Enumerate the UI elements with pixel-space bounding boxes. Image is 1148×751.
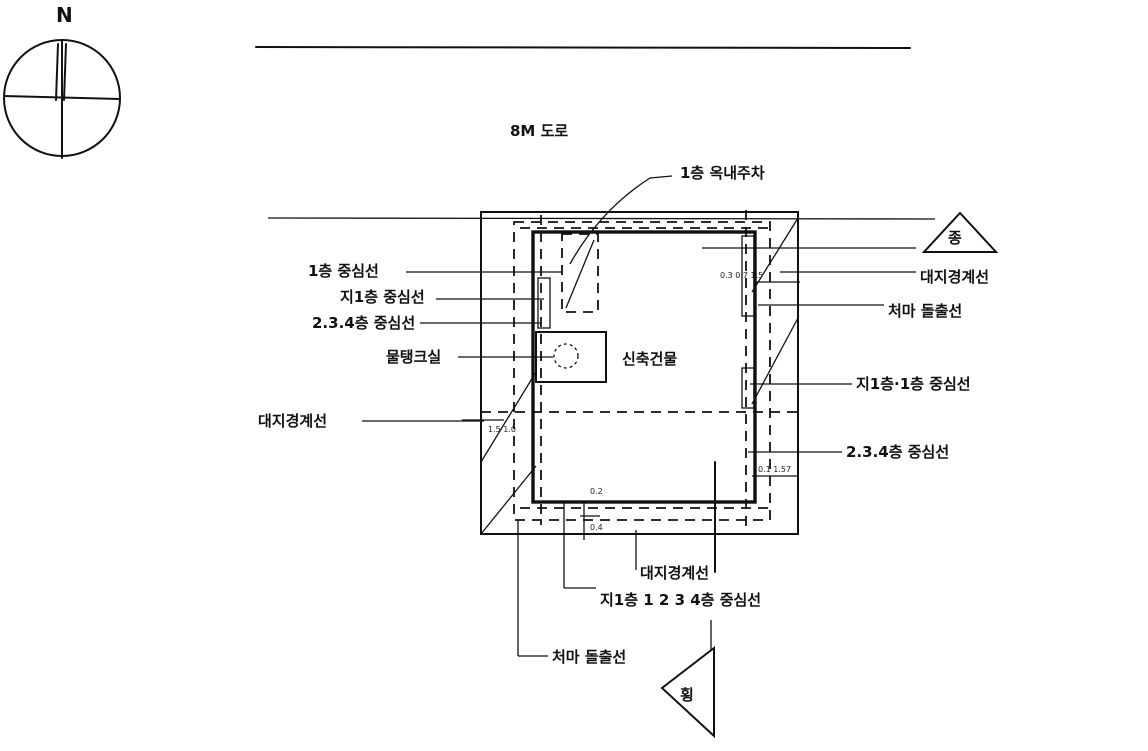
eaves-bottom-label: 처마 돌출선 xyxy=(552,648,626,666)
floor1-center-label: 1층 중심선 xyxy=(308,262,379,280)
column-right-mid xyxy=(741,367,755,409)
site-boundary xyxy=(480,211,799,535)
floors234-center-right-label: 2.3.4층 중심선 xyxy=(846,443,949,461)
eaves-right-label: 처마 돌출선 xyxy=(888,302,962,320)
road-label: 8M 도로 xyxy=(510,122,568,140)
dim-right-lower: 0.1 1.57 xyxy=(758,465,791,474)
column-right-top xyxy=(741,235,755,317)
building-outline xyxy=(531,230,757,504)
boundary-bottom-label: 대지경계선 xyxy=(640,564,709,582)
north-arrow-icon: N xyxy=(3,3,121,159)
water-tank-icon xyxy=(553,343,579,369)
parking-area xyxy=(561,233,599,313)
section-marker-bottom: 횡 xyxy=(660,620,715,739)
boundary-left-label: 대지경계선 xyxy=(258,412,327,430)
north-label: N xyxy=(56,3,73,27)
parking-leader xyxy=(569,175,673,265)
eaves-projection xyxy=(513,221,771,521)
section-marker-right: 종 xyxy=(921,211,999,253)
dim-left: 1.5 1.0 xyxy=(488,425,516,434)
water-tank-label: 물탱크실 xyxy=(386,348,441,366)
dim-bottom-a: 0.2 xyxy=(590,487,603,496)
basement-center-label: 지1층 중심선 xyxy=(340,288,425,306)
new-building-label: 신축건물 xyxy=(622,350,677,368)
marker-bottom-label: 횡 xyxy=(680,686,694,704)
marker-right-label: 종 xyxy=(948,229,962,247)
basement1-center-label: 지1층·1층 중심선 xyxy=(856,375,971,393)
basement1234-center-label: 지1층 1 2 3 4층 중심선 xyxy=(600,591,761,609)
dim-bottom-b: 0.4 xyxy=(590,523,603,532)
boundary-right-label: 대지경계선 xyxy=(920,268,989,286)
stair-left xyxy=(537,277,551,329)
floors234-center-label: 2.3.4층 중심선 xyxy=(312,314,415,332)
parking-label: 1층 옥내주차 xyxy=(680,164,765,182)
road-edge-line xyxy=(255,46,911,49)
dim-top-right: 0.3 0.7 1.5 xyxy=(720,271,763,280)
